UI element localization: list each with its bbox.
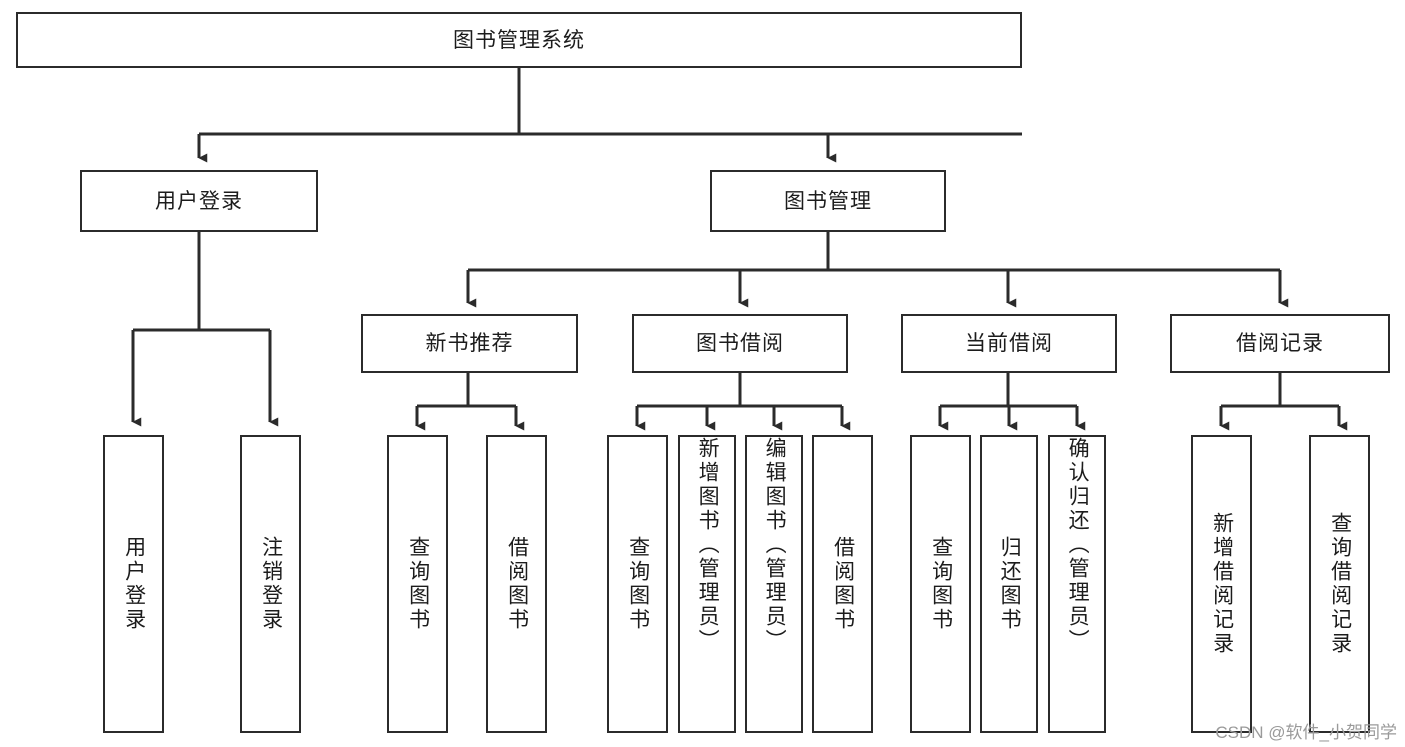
node-user-login[interactable]: 用户登录 (80, 170, 318, 232)
node-leaf-query-book-1-label: 查询图书 (406, 536, 430, 632)
node-borrow-record[interactable]: 借阅记录 (1170, 314, 1390, 373)
node-leaf-query-book-2-label: 查询图书 (626, 536, 650, 632)
node-leaf-query-book-2[interactable]: 查询图书 (607, 435, 668, 733)
node-borrow-record-label: 借阅记录 (1236, 332, 1324, 355)
node-leaf-borrow-book-1-label: 借阅图书 (505, 536, 529, 632)
node-book-manage-label: 图书管理 (784, 189, 872, 213)
node-leaf-user-login[interactable]: 用户登录 (103, 435, 164, 733)
node-book-borrow-label: 图书借阅 (696, 332, 784, 355)
node-leaf-confirm-return[interactable]: 确认归还（管理员） (1048, 435, 1106, 733)
node-new-book-rec[interactable]: 新书推荐 (361, 314, 578, 373)
node-leaf-return-book-label: 归还图书 (998, 536, 1022, 632)
node-leaf-query-book-3-label: 查询图书 (929, 536, 953, 632)
node-leaf-add-book[interactable]: 新增图书（管理员） (678, 435, 736, 733)
node-book-manage[interactable]: 图书管理 (710, 170, 946, 232)
node-user-login-label: 用户登录 (155, 189, 243, 213)
node-current-borrow-label: 当前借阅 (965, 332, 1053, 355)
node-leaf-return-book[interactable]: 归还图书 (980, 435, 1038, 733)
node-leaf-query-book-3[interactable]: 查询图书 (910, 435, 971, 733)
node-leaf-logout-label: 注销登录 (259, 536, 283, 632)
node-leaf-query-book-1[interactable]: 查询图书 (387, 435, 448, 733)
node-leaf-confirm-return-label: 确认归还（管理员） (1066, 437, 1090, 653)
node-leaf-add-record-label: 新增借阅记录 (1210, 512, 1234, 656)
node-leaf-edit-book-label: 编辑图书（管理员） (763, 437, 787, 653)
node-current-borrow[interactable]: 当前借阅 (901, 314, 1117, 373)
node-leaf-borrow-book-2-label: 借阅图书 (831, 536, 855, 632)
node-book-borrow[interactable]: 图书借阅 (632, 314, 848, 373)
node-leaf-query-record-label: 查询借阅记录 (1328, 512, 1352, 656)
node-leaf-borrow-book-1[interactable]: 借阅图书 (486, 435, 547, 733)
node-leaf-logout[interactable]: 注销登录 (240, 435, 301, 733)
node-root-label: 图书管理系统 (453, 28, 585, 52)
node-leaf-query-record[interactable]: 查询借阅记录 (1309, 435, 1370, 733)
node-leaf-add-book-label: 新增图书（管理员） (696, 437, 720, 653)
node-leaf-borrow-book-2[interactable]: 借阅图书 (812, 435, 873, 733)
node-new-book-rec-label: 新书推荐 (425, 332, 514, 355)
node-root[interactable]: 图书管理系统 (16, 12, 1022, 68)
node-leaf-user-login-label: 用户登录 (122, 536, 146, 632)
node-leaf-edit-book[interactable]: 编辑图书（管理员） (745, 435, 803, 733)
node-leaf-add-record[interactable]: 新增借阅记录 (1191, 435, 1252, 733)
